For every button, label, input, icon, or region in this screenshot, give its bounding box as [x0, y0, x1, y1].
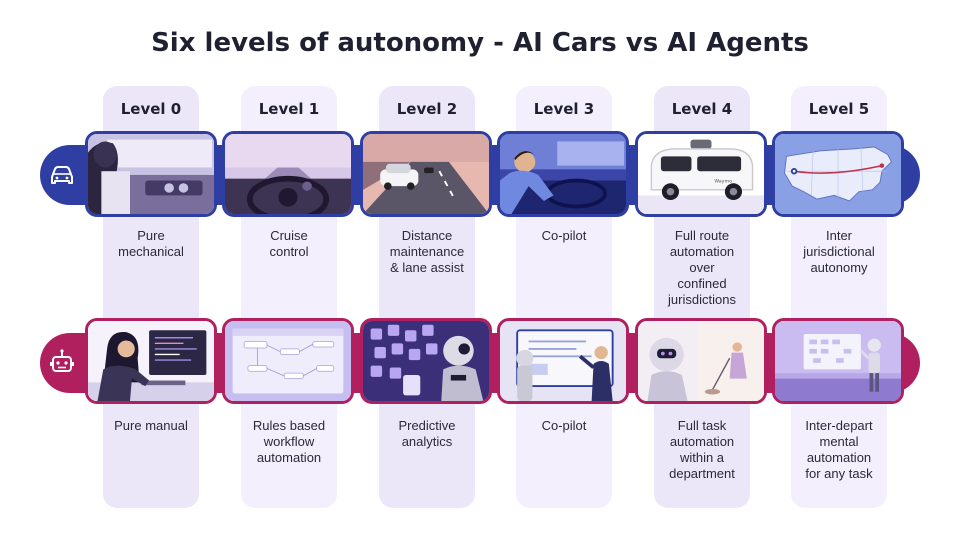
robotaxi-brand-text: Waymo	[714, 178, 732, 184]
agent-level-description: Co-pilot	[541, 418, 587, 433]
car-illustration-us-map	[772, 131, 904, 217]
car-illustration-mechanical	[85, 131, 217, 217]
level-label: Level 3	[533, 100, 595, 118]
page-title: Six levels of autonomy - AI Cars vs AI A…	[151, 28, 809, 58]
level-label: Level 0	[120, 100, 182, 118]
agent-illustration-interdepartmental	[772, 318, 904, 404]
car-illustration-copilot	[497, 131, 629, 217]
agent-illustration-workflow	[222, 318, 354, 404]
agent-illustration-copilot	[497, 318, 629, 404]
car-illustration-lane-assist	[360, 131, 492, 217]
level-label: Level 1	[258, 100, 320, 118]
agent-illustration-manual	[85, 318, 217, 404]
robot-icon	[40, 341, 84, 385]
agent-level-description: Pure manual	[114, 418, 188, 433]
level-label: Level 4	[671, 100, 733, 118]
car-illustration-cruise	[222, 131, 354, 217]
level-label: Level 2	[396, 100, 458, 118]
car-icon	[40, 153, 84, 197]
agent-illustration-department	[635, 318, 767, 404]
agent-illustration-predictive	[360, 318, 492, 404]
level-label: Level 5	[808, 100, 870, 118]
car-level-description: Co-pilot	[541, 228, 587, 243]
car-illustration-robotaxi: Waymo	[635, 131, 767, 217]
